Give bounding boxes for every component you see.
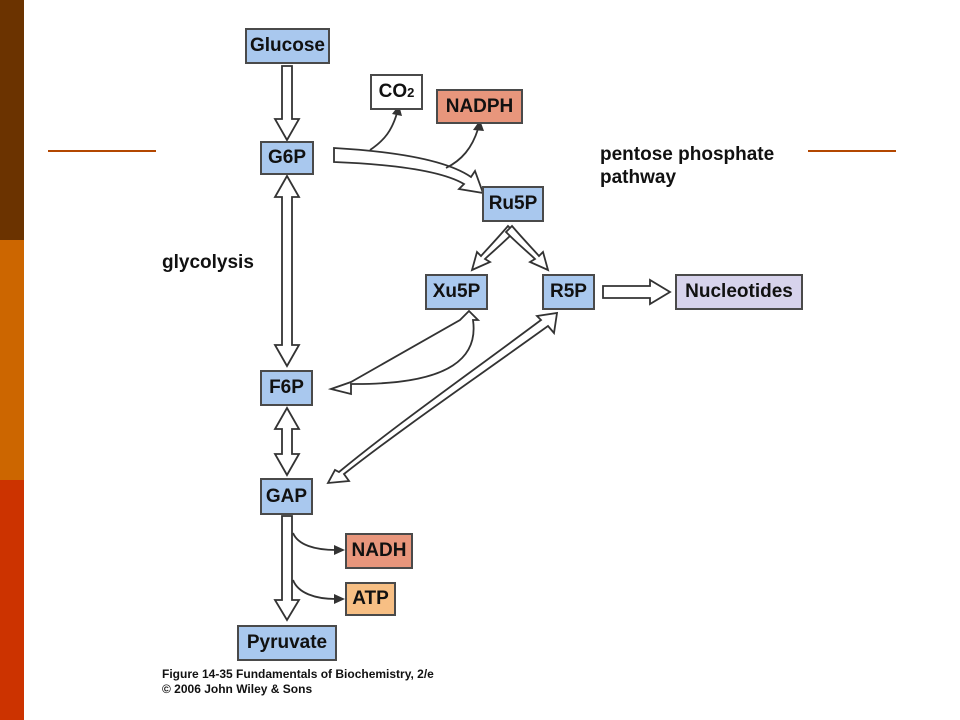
arrow-r5p-to-gap xyxy=(326,311,559,485)
arrow-glucose-to-g6p xyxy=(273,65,301,142)
glycolysis-label: glycolysis xyxy=(162,252,254,273)
pentose-label-line2: pathway xyxy=(600,167,677,188)
arrow-r5p-to-nucleotides xyxy=(602,278,672,306)
node-r5p: R5P xyxy=(542,274,595,310)
arrow-ru5p-to-r5p xyxy=(504,224,550,272)
arrow-f6p-gap-bidirectional xyxy=(273,406,301,477)
node-atp: ATP xyxy=(345,582,396,616)
node-nucleotides: Nucleotides xyxy=(675,274,803,310)
arrow-xu5p-to-f6p xyxy=(327,309,481,396)
arrow-to-nadh xyxy=(292,532,337,551)
pentose-pathway-label: pentose phosphate pathway xyxy=(600,143,774,189)
arrow-to-nadph xyxy=(445,128,479,169)
caption-line1: Figure 14-35 Fundamentals of Biochemistr… xyxy=(162,667,434,681)
arrow-g6p-to-ru5p xyxy=(333,147,485,195)
figure-caption: Figure 14-35 Fundamentals of Biochemistr… xyxy=(162,667,434,697)
title-rule-left xyxy=(48,150,156,152)
sidebar-block-bottom xyxy=(0,480,24,720)
arrow-to-atp xyxy=(292,579,337,600)
node-nadh: NADH xyxy=(345,533,413,569)
caption-line2: © 2006 John Wiley & Sons xyxy=(162,682,313,696)
title-rule-right xyxy=(808,150,896,152)
node-f6p: F6P xyxy=(260,370,313,406)
node-pyruvate: Pyruvate xyxy=(237,625,337,661)
co2-text: CO xyxy=(378,81,408,102)
node-ru5p: Ru5P xyxy=(482,186,544,222)
arrow-ru5p-to-xu5p xyxy=(470,224,516,272)
sidebar-block-top xyxy=(0,0,24,240)
node-xu5p: Xu5P xyxy=(425,274,488,310)
arrow-gap-to-pyruvate xyxy=(273,515,301,622)
node-gap: GAP xyxy=(260,478,313,515)
node-glucose: Glucose xyxy=(245,28,330,64)
node-g6p: G6P xyxy=(260,141,314,175)
node-nadph: NADPH xyxy=(436,89,523,124)
arrow-g6p-f6p-bidirectional xyxy=(273,174,301,368)
co2-subscript: 2 xyxy=(407,84,415,100)
sidebar-block-middle xyxy=(0,240,24,480)
pentose-label-line1: pentose phosphate xyxy=(600,144,775,165)
arrow-to-co2 xyxy=(369,112,398,151)
